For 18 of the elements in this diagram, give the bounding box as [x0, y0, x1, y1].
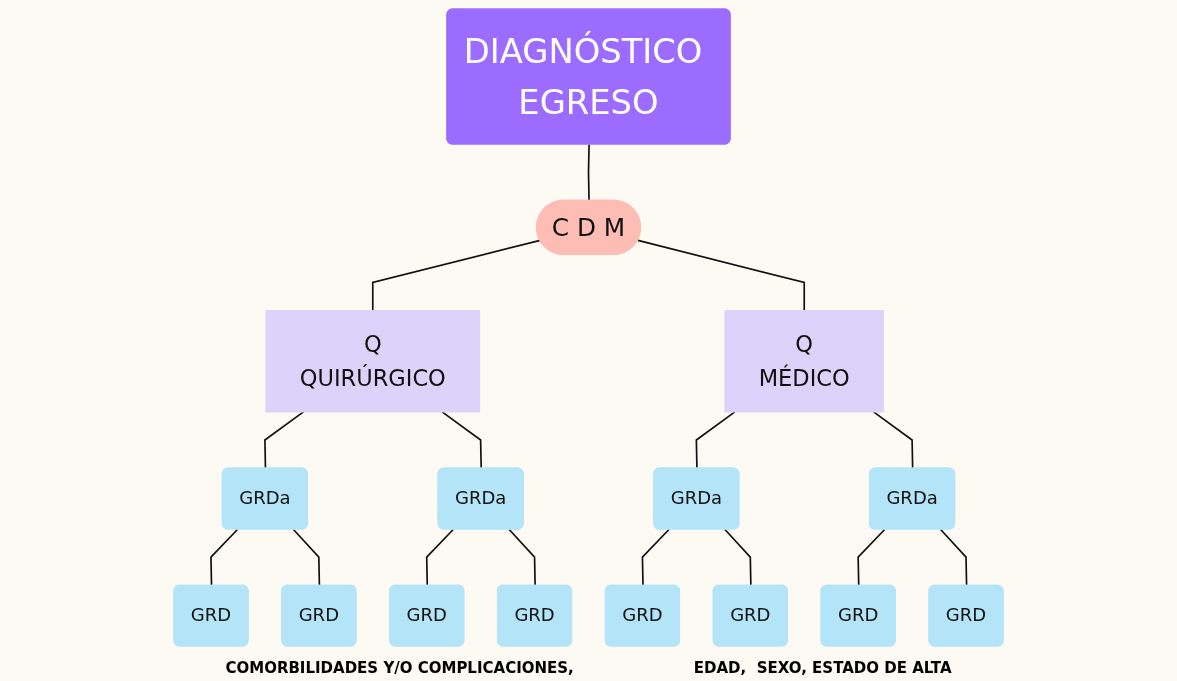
- connector: [695, 411, 736, 470]
- note-text: COMORBILIDADES Y/O COMPLICACIONES,: [225, 659, 574, 677]
- connector: [939, 528, 968, 587]
- connector: [441, 411, 483, 470]
- node-box: Q QUIRÚRGICO: [265, 310, 481, 413]
- connector: [587, 143, 590, 202]
- connector: [724, 528, 752, 587]
- connector: [292, 528, 321, 587]
- connector: [641, 528, 670, 587]
- connector: [508, 528, 536, 587]
- connector: [857, 528, 886, 587]
- connector: [872, 411, 914, 470]
- connector: [425, 528, 455, 587]
- connector: [264, 411, 305, 470]
- connector: [637, 239, 806, 312]
- note-text: EDAD, SEXO, ESTADO DE ALTA: [693, 659, 952, 677]
- node-box: Q MÉDICO: [724, 310, 885, 413]
- connector: [210, 528, 239, 587]
